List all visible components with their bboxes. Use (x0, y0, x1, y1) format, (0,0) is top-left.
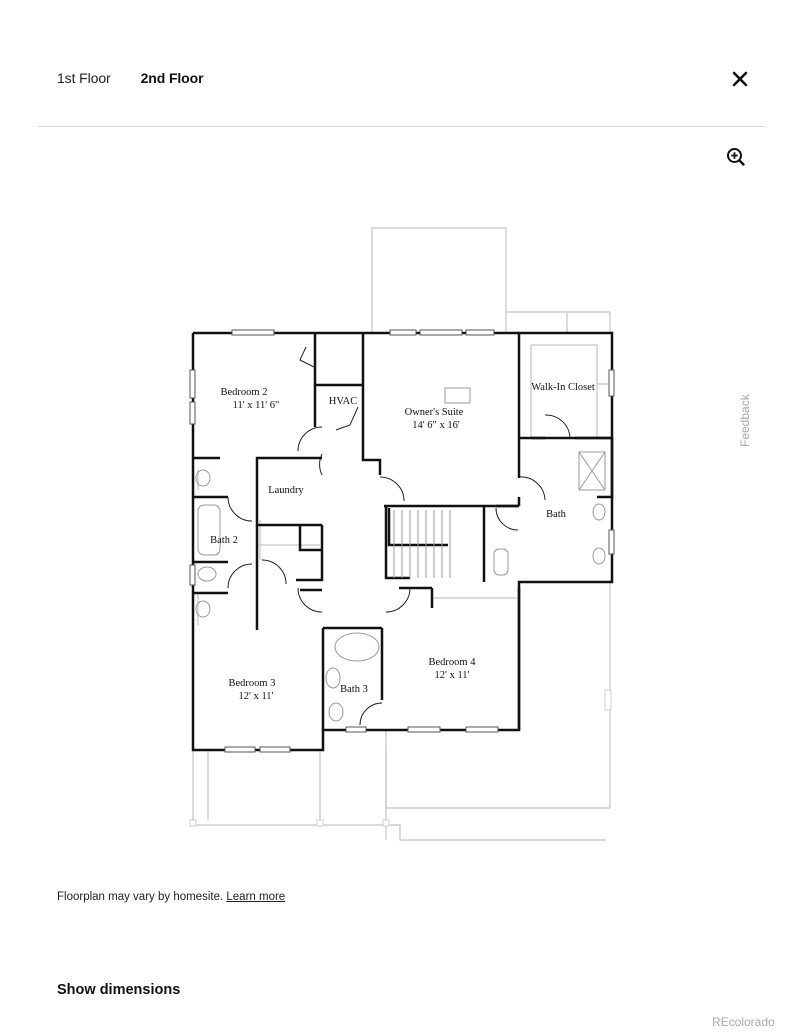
svg-text:Bedroom 3: Bedroom 3 (229, 678, 276, 689)
show-dimensions-button[interactable]: Show dimensions (57, 982, 181, 998)
svg-text:12' x 11': 12' x 11' (435, 670, 470, 681)
room-bedroom-2-dims: 11' x 11' 6" (233, 400, 280, 411)
header-divider (38, 126, 765, 127)
disclaimer-text: Floorplan may vary by homesite. (57, 891, 224, 903)
svg-text:14' 6" x 16': 14' 6" x 16' (412, 420, 460, 431)
zoom-in-icon (727, 148, 745, 166)
disclaimer: Floorplan may vary by homesite. Learn mo… (57, 891, 285, 903)
feedback-tab[interactable]: Feedback (738, 394, 752, 447)
svg-text:Bath 2: Bath 2 (210, 535, 238, 546)
svg-text:Walk-In Closet: Walk-In Closet (531, 382, 595, 393)
close-icon (732, 71, 748, 87)
watermark: REcolorado (712, 1015, 775, 1029)
tab-1st-floor[interactable]: 1st Floor (57, 70, 111, 86)
svg-text:Bath 3: Bath 3 (340, 684, 368, 695)
svg-text:HVAC: HVAC (329, 396, 357, 407)
tab-2nd-floor[interactable]: 2nd Floor (140, 70, 204, 86)
zoom-in-button[interactable] (725, 146, 747, 168)
svg-text:Laundry: Laundry (268, 485, 304, 496)
floor-tabs: 1st Floor 2nd Floor (57, 70, 204, 86)
svg-text:12' x 11': 12' x 11' (239, 691, 274, 702)
svg-text:Bedroom 4: Bedroom 4 (429, 657, 477, 668)
svg-text:Bath: Bath (546, 509, 567, 520)
room-bedroom-2-name: Bedroom 2 (221, 387, 268, 398)
svg-text:Owner's Suite: Owner's Suite (405, 407, 464, 418)
learn-more-link[interactable]: Learn more (226, 891, 286, 903)
close-button[interactable] (728, 67, 752, 91)
